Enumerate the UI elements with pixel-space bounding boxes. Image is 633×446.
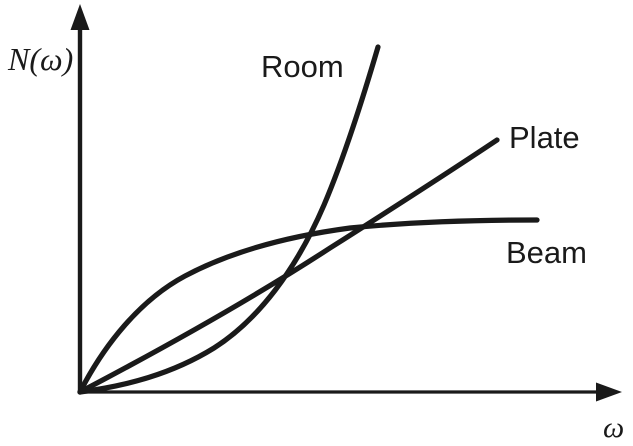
curve-plate bbox=[77, 137, 500, 395]
y-axis-arrow-icon bbox=[70, 4, 90, 30]
x-axis bbox=[80, 382, 622, 402]
curve-room bbox=[77, 44, 381, 395]
series-label-beam: Beam bbox=[506, 235, 587, 270]
series-label-plate: Plate bbox=[509, 120, 580, 155]
series-label-room: Room bbox=[261, 49, 344, 84]
curve-beam bbox=[77, 217, 540, 395]
y-axis-label: N(ω) bbox=[7, 41, 73, 77]
y-axis bbox=[70, 4, 90, 392]
x-axis-arrow-icon bbox=[596, 382, 622, 402]
x-axis-label: ω bbox=[603, 411, 624, 444]
